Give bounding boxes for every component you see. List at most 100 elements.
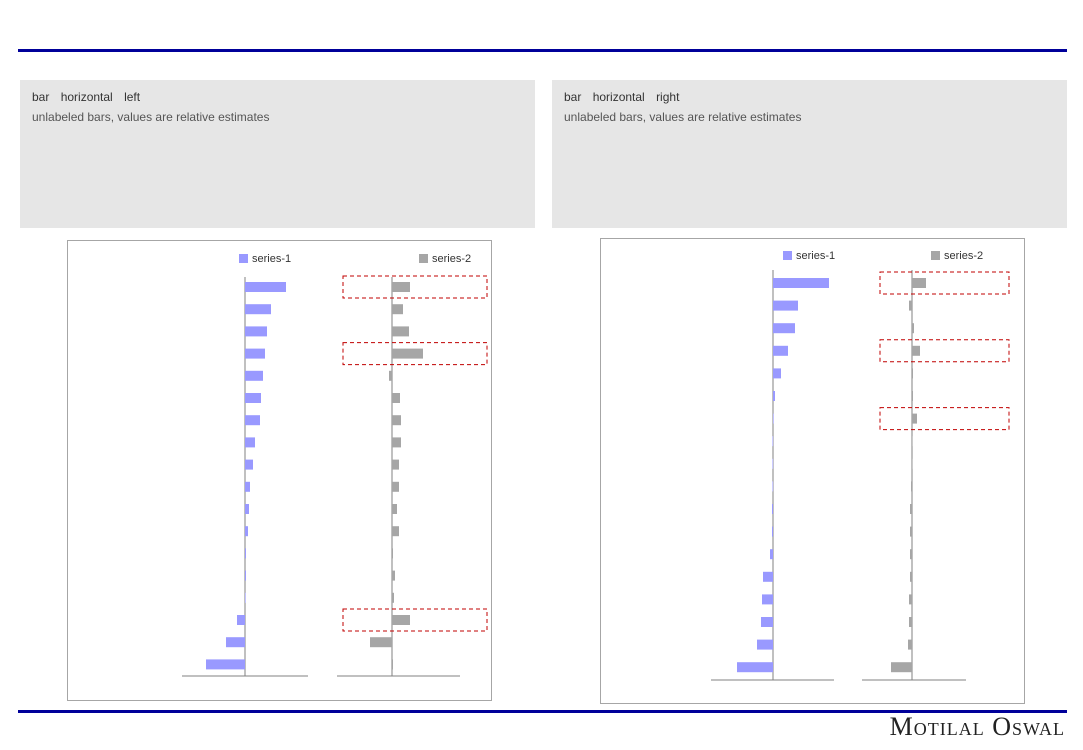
bar — [909, 300, 912, 311]
bar — [245, 304, 271, 315]
bar — [245, 459, 253, 470]
left-chart-type: bar — [32, 90, 50, 104]
bar — [772, 526, 773, 537]
bar — [912, 278, 926, 288]
top-rule — [18, 49, 1067, 52]
bar — [912, 436, 913, 447]
bar — [762, 594, 773, 605]
bar — [912, 323, 914, 334]
bar — [392, 548, 393, 559]
highlight-box — [879, 407, 1010, 431]
bar — [773, 300, 798, 311]
bar — [772, 481, 774, 492]
bar — [392, 570, 395, 581]
right-chart-panel: right — [656, 90, 680, 104]
left-chart-orientation: horizontal — [60, 90, 113, 104]
bar — [245, 481, 250, 492]
highlight-box — [879, 271, 1010, 295]
bar — [392, 459, 399, 470]
bar — [245, 348, 265, 359]
bar — [773, 413, 774, 424]
highlight-box — [342, 342, 488, 366]
bar — [245, 326, 267, 337]
bar — [891, 662, 912, 673]
bar — [392, 326, 409, 337]
bar — [737, 662, 773, 673]
bar — [911, 481, 912, 492]
legend-swatch — [931, 251, 940, 260]
bar — [245, 548, 246, 559]
bar — [245, 437, 255, 448]
bar — [909, 594, 912, 605]
right-chart-orientation: horizontal — [592, 90, 645, 104]
right-text-panel: bar horizontal right unlabeled bars, val… — [552, 80, 1067, 228]
legend-label: series-1 — [796, 250, 835, 262]
highlight-box — [342, 275, 488, 299]
bar — [773, 323, 795, 334]
legend-label: series-1 — [252, 253, 291, 265]
bar — [392, 282, 410, 292]
legend-label: series-2 — [432, 253, 471, 265]
bar — [910, 526, 912, 537]
bar — [773, 391, 775, 401]
bar — [392, 592, 394, 603]
bar — [389, 370, 392, 381]
bar — [773, 345, 788, 356]
bar — [392, 437, 401, 448]
right-chart-type: bar — [564, 90, 582, 104]
bar — [245, 370, 263, 381]
right-chart-note: unlabeled bars, values are relative esti… — [564, 110, 802, 124]
bar — [757, 639, 773, 650]
legend-swatch — [239, 254, 248, 263]
bar — [761, 617, 773, 627]
bar — [245, 282, 286, 292]
legend-swatch — [419, 254, 428, 263]
legend-label: series-2 — [944, 250, 983, 262]
bar — [245, 526, 248, 537]
left-text-panel: bar horizontal left unlabeled bars, valu… — [20, 80, 535, 228]
bar — [763, 571, 773, 582]
bar — [392, 348, 423, 359]
bar — [910, 504, 912, 514]
bar — [909, 617, 912, 627]
bar — [370, 637, 392, 648]
highlight-box — [879, 339, 1010, 363]
bar — [392, 615, 410, 625]
bar — [237, 615, 245, 625]
bar — [772, 458, 774, 469]
bar — [206, 659, 245, 670]
bar — [910, 549, 912, 560]
bar — [392, 659, 393, 670]
bar — [245, 504, 249, 514]
bar — [910, 571, 912, 582]
bar — [908, 639, 912, 650]
legend-swatch — [783, 251, 792, 260]
left-chart-frame — [67, 240, 492, 701]
left-chart-note: unlabeled bars, values are relative esti… — [32, 110, 270, 124]
bar — [392, 526, 399, 537]
bar — [392, 415, 401, 426]
bottom-rule — [18, 710, 1067, 713]
motilal-oswal-logo: Motilal Oswal — [889, 712, 1065, 741]
bar — [912, 458, 913, 469]
bar — [912, 391, 913, 401]
bar — [772, 504, 773, 514]
bar — [773, 368, 781, 379]
bar — [392, 481, 399, 492]
highlight-box — [342, 608, 488, 632]
bar — [912, 368, 913, 379]
bar — [245, 570, 246, 581]
bar — [770, 549, 773, 560]
bar — [226, 637, 245, 648]
bar — [392, 304, 403, 315]
bar — [245, 415, 260, 426]
bar — [392, 504, 397, 514]
left-chart-panel: left — [124, 90, 141, 104]
right-chart-frame — [600, 238, 1025, 704]
bar — [392, 393, 400, 403]
bar — [245, 592, 246, 603]
bar — [772, 436, 774, 447]
bar — [773, 278, 829, 288]
bar — [245, 393, 261, 403]
